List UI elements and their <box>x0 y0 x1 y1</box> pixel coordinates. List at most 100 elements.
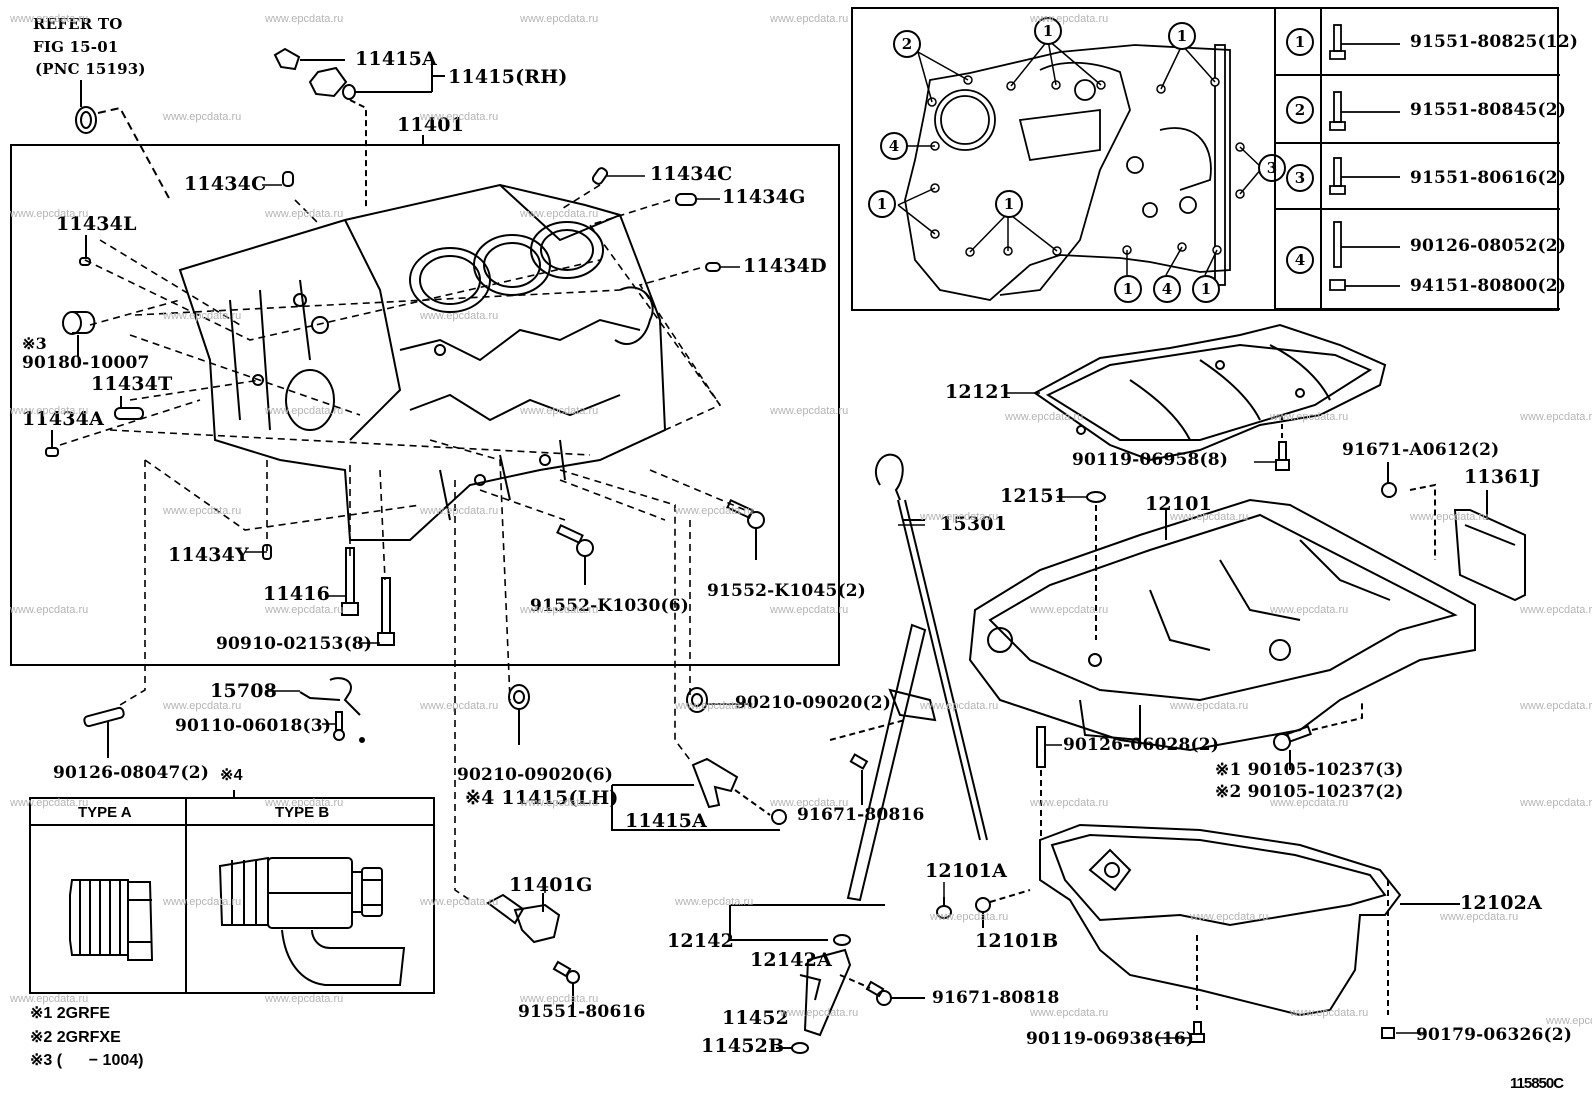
label-11415-lh[interactable]: ※4 11415(LH) <box>465 787 619 809</box>
bracket-15708-icon <box>299 677 361 716</box>
label-11434l[interactable]: 11434L <box>56 213 137 235</box>
label-90179-06326[interactable]: 90179-06326(2) <box>1416 1025 1573 1045</box>
label-90180-10007[interactable]: 90180-10007 <box>22 353 150 373</box>
legend-row-1: 1 91551-80825(12) <box>1276 8 1578 76</box>
label-90126-08047[interactable]: 90126-08047(2) <box>53 763 210 783</box>
label-11401[interactable]: 11401 <box>397 114 465 136</box>
watermark: www.epcdata.ru <box>1190 911 1269 923</box>
legend-num-4: 4 <box>1286 246 1314 274</box>
inset-callout-1-center: 1 <box>995 190 1023 218</box>
label-11361j[interactable]: 11361J <box>1464 466 1541 488</box>
bolt-91552-k1045-icon <box>726 498 765 560</box>
dipstick-15301-icon <box>874 453 988 841</box>
label-12142a[interactable]: 12142A <box>750 949 833 971</box>
label-91552-k1030[interactable]: 91552-K1030(6) <box>530 596 690 616</box>
watermark: www.epcdata.ru <box>920 700 999 712</box>
refer-note-line-3: (PNC 15193) <box>35 60 146 78</box>
watermark: www.epcdata.ru <box>1270 797 1349 809</box>
legend-part-94151-80800[interactable]: 94151-80800(2) <box>1410 276 1567 296</box>
watermark: www.epcdata.ru <box>520 13 599 25</box>
inset-callout-1-top-right: 1 <box>1168 22 1196 50</box>
label-11452[interactable]: 11452 <box>722 1007 790 1029</box>
label-12121[interactable]: 12121 <box>945 381 1013 403</box>
label-11434c-left[interactable]: 11434C <box>184 173 267 195</box>
legend-part-90126-08052[interactable]: 90126-08052(2) <box>1410 236 1567 256</box>
bolt-90910-icon <box>377 577 395 646</box>
bolt-91671-a0612-icon <box>1381 462 1436 560</box>
watermark: www.epcdata.ru <box>265 604 344 616</box>
bolt-91671-80818-icon <box>839 974 925 1006</box>
watermark: www.epcdata.ru <box>1005 411 1084 423</box>
watermark: www.epcdata.ru <box>1520 700 1592 712</box>
label-11415a-bottom[interactable]: 11415A <box>625 810 708 832</box>
label-12142[interactable]: 12142 <box>667 930 735 952</box>
bolt-11416-icon <box>341 547 359 616</box>
label-11415-rh[interactable]: 11415(RH) <box>448 66 568 88</box>
label-90119-06938[interactable]: 90119-06938(16) <box>1026 1029 1195 1049</box>
label-91671-a0612[interactable]: 91671-A0612(2) <box>1342 440 1500 460</box>
watermark: www.epcdata.ru <box>10 604 89 616</box>
label-91671-80816[interactable]: 91671-80816 <box>797 805 925 825</box>
label-11415a-top[interactable]: 11415A <box>355 48 438 70</box>
label-12101b[interactable]: 12101B <box>975 930 1059 952</box>
label-91671-80818[interactable]: 91671-80818 <box>932 988 1060 1008</box>
label-11434d[interactable]: 11434D <box>743 255 827 277</box>
type-a-plug-icon <box>69 879 154 961</box>
watermark: www.epcdata.ru <box>10 13 89 25</box>
label-90126-06028[interactable]: 90126-06028(2) <box>1063 735 1220 755</box>
label-11401g[interactable]: 11401G <box>509 874 593 896</box>
legend-part-91551-80616[interactable]: 91551-80616(2) <box>1410 168 1567 188</box>
label-90105-10237-note2[interactable]: ※2 90105-10237(2) <box>1215 782 1404 802</box>
label-11416[interactable]: 11416 <box>263 583 331 605</box>
baffle-plate-12121-icon <box>1033 323 1387 462</box>
label-90210-09020-6[interactable]: 90210-09020(6) <box>457 765 614 785</box>
watermark: www.epcdata.ru <box>520 797 599 809</box>
label-12151[interactable]: 12151 <box>1000 485 1068 507</box>
watermark: www.epcdata.ru <box>265 208 344 220</box>
label-90110-06018[interactable]: 90110-06018(3) <box>175 716 332 736</box>
legend-part-91551-80825[interactable]: 91551-80825(12) <box>1410 32 1579 52</box>
label-15708[interactable]: 15708 <box>210 680 278 702</box>
watermark: www.epcdata.ru <box>520 208 599 220</box>
plug-11434c-left-icon <box>282 171 294 187</box>
label-90210-09020-2[interactable]: 90210-09020(2) <box>735 693 892 713</box>
legend-column-divider <box>1320 8 1322 310</box>
watermark: www.epcdata.ru <box>265 797 344 809</box>
label-90119-06958[interactable]: 90119-06958(8) <box>1072 450 1229 470</box>
oil-jet-lh-icon <box>611 757 788 831</box>
label-90910-02153[interactable]: 90910-02153(8) <box>216 634 373 654</box>
watermark: www.epcdata.ru <box>1520 797 1592 809</box>
label-11434a[interactable]: 11434A <box>22 408 105 430</box>
label-91552-k1045[interactable]: 91552-K1045(2) <box>707 581 867 601</box>
watermark: www.epcdata.ru <box>10 208 89 220</box>
label-12101[interactable]: 12101 <box>1145 493 1213 515</box>
watermark: www.epcdata.ru <box>10 405 89 417</box>
label-12101a[interactable]: 12101A <box>925 860 1008 882</box>
legend-row-3: 3 91551-80616(2) <box>1276 144 1566 210</box>
type-b-heading: TYPE B <box>275 804 330 821</box>
refer-note-line-1: REFER TO <box>33 15 123 33</box>
legend-part-91551-80845[interactable]: 91551-80845(2) <box>1410 100 1567 120</box>
pin-11434a-icon <box>45 447 59 457</box>
label-11434g[interactable]: 11434G <box>722 186 806 208</box>
watermark: www.epcdata.ru <box>675 896 754 908</box>
label-91551-80616-bottom[interactable]: 91551-80616 <box>518 1002 646 1022</box>
watermark: www.epcdata.ru <box>420 700 499 712</box>
note-4-mark: ※4 <box>220 767 243 784</box>
guide-11452-icon <box>776 948 852 1054</box>
label-11452b[interactable]: 11452B <box>701 1035 785 1057</box>
cylinder-block-icon <box>178 183 667 541</box>
watermark: www.epcdata.ru <box>1520 411 1592 423</box>
watermark: www.epcdata.ru <box>520 993 599 1005</box>
inset-callout-4-bottom: 4 <box>1153 275 1181 303</box>
label-90105-10237-note1[interactable]: ※1 90105-10237(3) <box>1215 760 1404 780</box>
oil-jet-rh-icon <box>273 47 445 100</box>
refer-note-line-2[interactable]: FIG 15-01 <box>33 38 119 56</box>
label-15301[interactable]: 15301 <box>940 513 1008 535</box>
watermark: www.epcdata.ru <box>1030 1007 1109 1019</box>
watermark: www.epcdata.ru <box>675 505 754 517</box>
label-11434t[interactable]: 11434T <box>91 373 173 395</box>
label-11434c-right[interactable]: 11434C <box>650 163 733 185</box>
label-11434y[interactable]: 11434Y <box>168 544 249 566</box>
label-12102a[interactable]: 12102A <box>1460 892 1543 914</box>
